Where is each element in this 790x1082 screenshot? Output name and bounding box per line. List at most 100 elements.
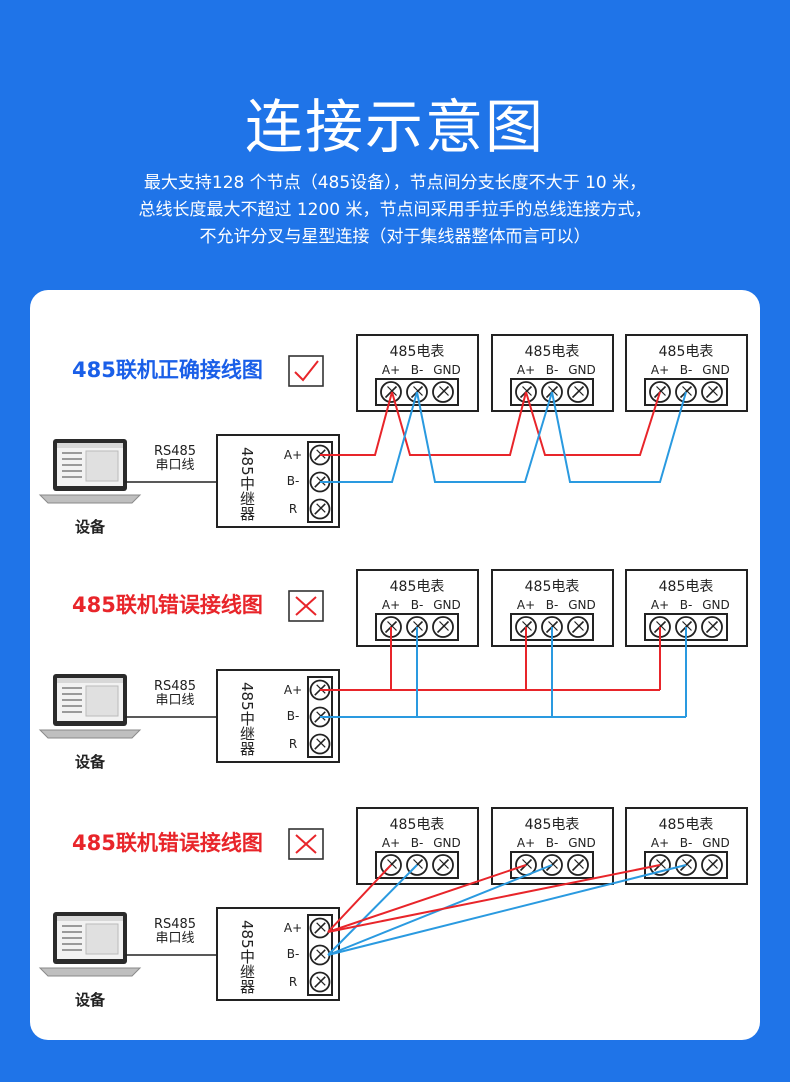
meter-2-2-label: 485电表 — [659, 817, 714, 833]
repeater-2-screw-b-slot — [314, 949, 326, 961]
laptop-0-screen-line — [62, 452, 82, 454]
meter-0-1-screw-a-slot2 — [522, 386, 532, 396]
laptop-2-screen-line — [62, 949, 82, 951]
repeater-0-screw-r-slot — [314, 503, 326, 515]
meter-0-2-screw-b-slot2 — [682, 386, 692, 396]
meter-0-2-screw-gnd-slot — [705, 385, 719, 399]
meter-0-0-gnd-label: GND — [433, 363, 461, 377]
wire-b-2 — [551, 391, 687, 483]
meter-0-2-a-label: A+ — [651, 363, 669, 377]
meter-2-1-screw-gnd-slot2 — [574, 859, 584, 869]
laptop-2-screen-line — [62, 943, 82, 945]
cable-label-2-2: 串口线 — [155, 931, 194, 946]
meter-1-0-screw-a-slot2 — [387, 621, 397, 631]
wire-b-star-0 — [327, 864, 418, 956]
meter-0-2-screw-a-slot2 — [656, 386, 666, 396]
cross-icon-stroke — [295, 596, 317, 616]
meter-1-0-screw-gnd-slot2 — [439, 621, 449, 631]
meter-1-0-label: 485电表 — [390, 579, 445, 595]
repeater-2-r-label: R — [289, 975, 297, 989]
meter-2-2-screw-a-slot2 — [656, 859, 666, 869]
cable-label-2-1: RS485 — [154, 917, 196, 932]
cross-icon-stroke — [295, 834, 317, 854]
diagram-card — [30, 290, 760, 1040]
meter-2-1-screw-b-slot2 — [548, 859, 558, 869]
laptop-1-screen-line — [62, 687, 82, 689]
laptop-1-screen-line — [62, 693, 82, 695]
meter-2-0-a-label: A+ — [382, 836, 400, 850]
wire-a-0 — [320, 391, 393, 456]
section-1-title: 485联机错误接线图 — [72, 593, 263, 617]
subtitle-line-1: 最大支持128 个节点（485设备），节点间分支长度不大于 10 米， — [143, 173, 647, 193]
wire-a-star-1 — [327, 864, 527, 933]
laptop-0-screen-line — [62, 458, 82, 460]
meter-1-2-label: 485电表 — [659, 579, 714, 595]
laptop-1-titlebar — [57, 678, 123, 683]
meter-1-2-screw-b-slot2 — [682, 621, 692, 631]
laptop-2-screen-line — [62, 937, 82, 939]
page-title: 连接示意图 — [244, 93, 545, 161]
repeater-0-screw-r-slot2 — [316, 503, 326, 513]
repeater-1-screw-r-slot2 — [316, 738, 326, 748]
laptop-1-screen-line — [62, 699, 82, 701]
laptop-0-screen-panel — [85, 450, 119, 482]
laptop-1-screen-panel — [85, 685, 119, 717]
meter-2-1-screw-gnd-slot — [571, 858, 585, 872]
wire-a-star-0 — [327, 864, 392, 933]
meter-0-1-screw-b-slot2 — [548, 386, 558, 396]
meter-1-2-screw-gnd-slot2 — [708, 621, 718, 631]
section-2-title: 485联机错误接线图 — [72, 831, 263, 855]
cable-label-0-2: 串口线 — [155, 458, 194, 473]
meter-1-0-b-label: B- — [411, 598, 424, 612]
repeater-0-r-label: R — [289, 502, 297, 516]
meter-0-0-a-label: A+ — [382, 363, 400, 377]
section-2-mark-box — [288, 828, 324, 860]
meter-2-1-label: 485电表 — [525, 817, 580, 833]
meter-0-1-b-label: B- — [546, 363, 559, 377]
laptop-0-screen-line — [62, 464, 82, 466]
meter-1-1-screw-b-slot2 — [548, 621, 558, 631]
laptop-2-screen-line — [62, 931, 82, 933]
meter-0-0-label: 485电表 — [390, 344, 445, 360]
subtitle-line-3: 不允许分叉与星型连接（对于集线器整体而言可以） — [199, 227, 591, 247]
repeater-1-screw-r-slot — [314, 738, 326, 750]
meter-1-1-b-label: B- — [546, 598, 559, 612]
repeater-1-b-label: B- — [287, 709, 300, 723]
laptop-2-screen-panel — [85, 923, 119, 955]
repeater-1-label: 485中继器 — [238, 682, 256, 756]
meter-0-2-label: 485电表 — [659, 344, 714, 360]
cable-label-1-1: RS485 — [154, 679, 196, 694]
meter-0-0-screw-gnd-slot — [436, 385, 450, 399]
meter-2-2-b-label: B- — [680, 836, 693, 850]
subtitle-line-2: 总线长度最大不超过 1200 米，节点间采用手拉手的总线连接方式， — [138, 200, 652, 220]
repeater-1-a-label: A+ — [284, 683, 302, 697]
meter-2-0-label: 485电表 — [390, 817, 445, 833]
meter-2-0-screw-b-slot2 — [413, 859, 423, 869]
wire-a-1 — [391, 391, 527, 456]
meter-0-1-a-label: A+ — [517, 363, 535, 377]
meter-0-1-screw-gnd-slot2 — [574, 386, 584, 396]
laptop-0-base — [38, 494, 142, 504]
meter-2-1-a-label: A+ — [517, 836, 535, 850]
meter-2-2-a-label: A+ — [651, 836, 669, 850]
meter-2-2-screw-b-slot2 — [682, 859, 692, 869]
meter-0-2-b-label: B- — [680, 363, 693, 377]
meter-0-2-gnd-label: GND — [702, 363, 730, 377]
laptop-0-screen-line — [62, 476, 82, 478]
repeater-0-b-label: B- — [287, 474, 300, 488]
repeater-2-screw-b-slot2 — [316, 949, 326, 959]
meter-0-0-b-label: B- — [411, 363, 424, 377]
meter-1-0-screw-gnd-slot — [436, 620, 450, 634]
meter-1-1-screw-gnd-slot2 — [574, 621, 584, 631]
laptop-1-device-label: 设备 — [75, 753, 106, 771]
meter-2-0-screw-gnd-slot2 — [439, 859, 449, 869]
repeater-2-screw-r-slot — [314, 976, 326, 988]
laptop-2-titlebar — [57, 916, 123, 921]
meter-0-1-screw-gnd-slot — [571, 385, 585, 399]
section-0-title: 485联机正确接线图 — [72, 358, 263, 382]
meter-2-0-b-label: B- — [411, 836, 424, 850]
laptop-2-base — [38, 967, 142, 977]
meter-2-0-screw-a-slot2 — [387, 859, 397, 869]
meter-1-2-gnd-label: GND — [702, 598, 730, 612]
